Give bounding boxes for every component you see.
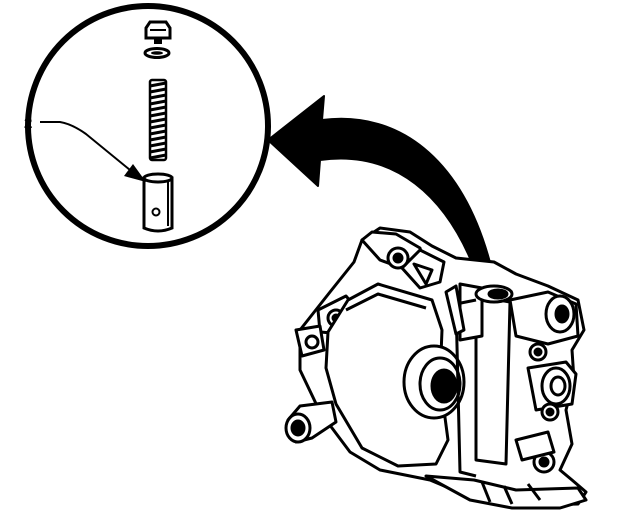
curved-arrow xyxy=(267,95,497,291)
valve-piston xyxy=(142,172,174,233)
detail-circle xyxy=(25,3,271,249)
plug-cap xyxy=(144,20,172,44)
washer xyxy=(143,47,171,59)
callout-leader xyxy=(40,121,146,182)
detail-view: 2 xyxy=(24,3,271,249)
callout-label: 2 xyxy=(24,115,32,132)
oil-pump-housing xyxy=(284,226,588,510)
spring xyxy=(148,78,168,162)
